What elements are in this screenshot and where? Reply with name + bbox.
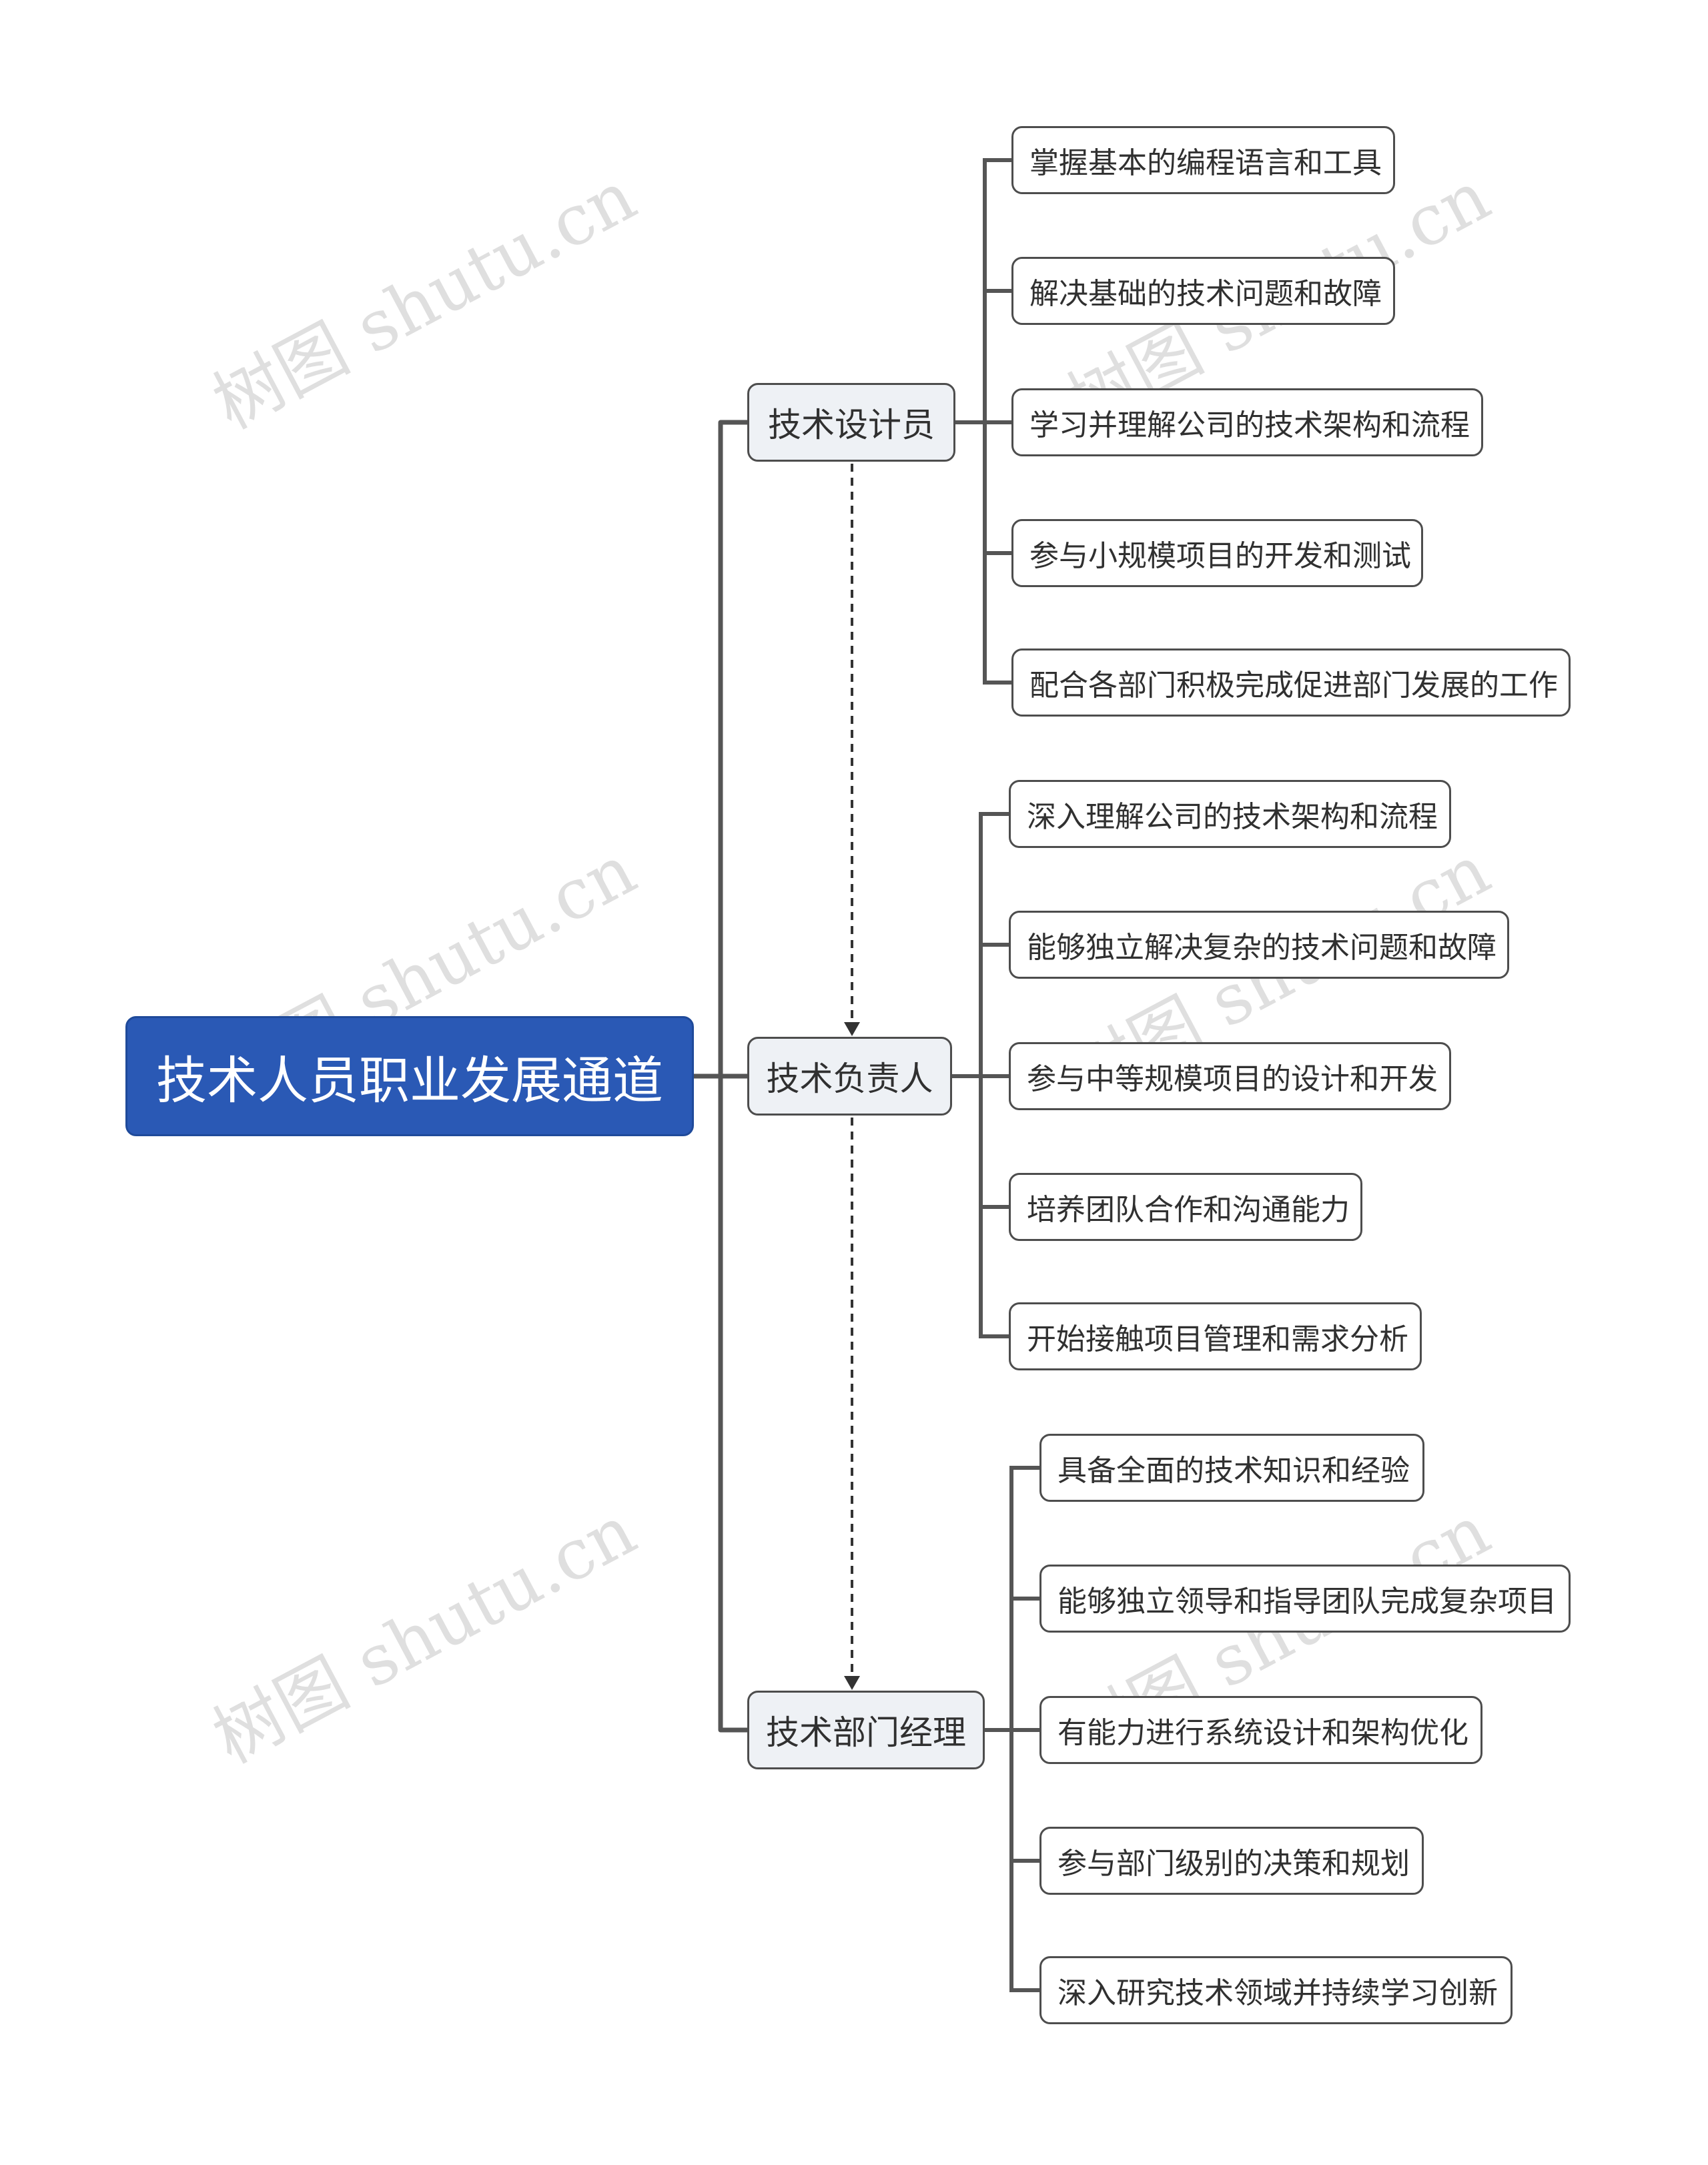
leaf-node[interactable]: 掌握基本的编程语言和工具 <box>1011 126 1395 194</box>
leaf-node[interactable]: 参与中等规模项目的设计和开发 <box>1009 1042 1451 1110</box>
leaf-node[interactable]: 学习并理解公司的技术架构和流程 <box>1011 388 1483 456</box>
leaf-node[interactable]: 有能力进行系统设计和架构优化 <box>1039 1696 1482 1764</box>
leaf-node[interactable]: 参与小规模项目的开发和测试 <box>1011 519 1423 587</box>
leaf-node[interactable]: 配合各部门积极完成促进部门发展的工作 <box>1011 648 1571 717</box>
leaf-node[interactable]: 解决基础的技术问题和故障 <box>1011 257 1395 325</box>
leaf-node[interactable]: 培养团队合作和沟通能力 <box>1009 1173 1362 1241</box>
branch-tech-lead[interactable]: 技术负责人 <box>747 1037 952 1116</box>
branch-tech-dept-manager[interactable]: 技术部门经理 <box>747 1691 985 1769</box>
branch-tech-designer[interactable]: 技术设计员 <box>747 383 955 462</box>
leaf-node[interactable]: 能够独立领导和指导团队完成复杂项目 <box>1039 1565 1571 1633</box>
leaf-node[interactable]: 参与部门级别的决策和规划 <box>1039 1827 1424 1895</box>
root-topic[interactable]: 技术人员职业发展通道 <box>125 1016 694 1136</box>
leaf-node[interactable]: 深入研究技术领域并持续学习创新 <box>1039 1956 1513 2024</box>
leaf-node[interactable]: 开始接触项目管理和需求分析 <box>1009 1302 1422 1370</box>
leaf-node[interactable]: 具备全面的技术知识和经验 <box>1039 1434 1424 1502</box>
leaf-node[interactable]: 能够独立解决复杂的技术问题和故障 <box>1009 911 1509 979</box>
leaf-node[interactable]: 深入理解公司的技术架构和流程 <box>1009 780 1451 848</box>
